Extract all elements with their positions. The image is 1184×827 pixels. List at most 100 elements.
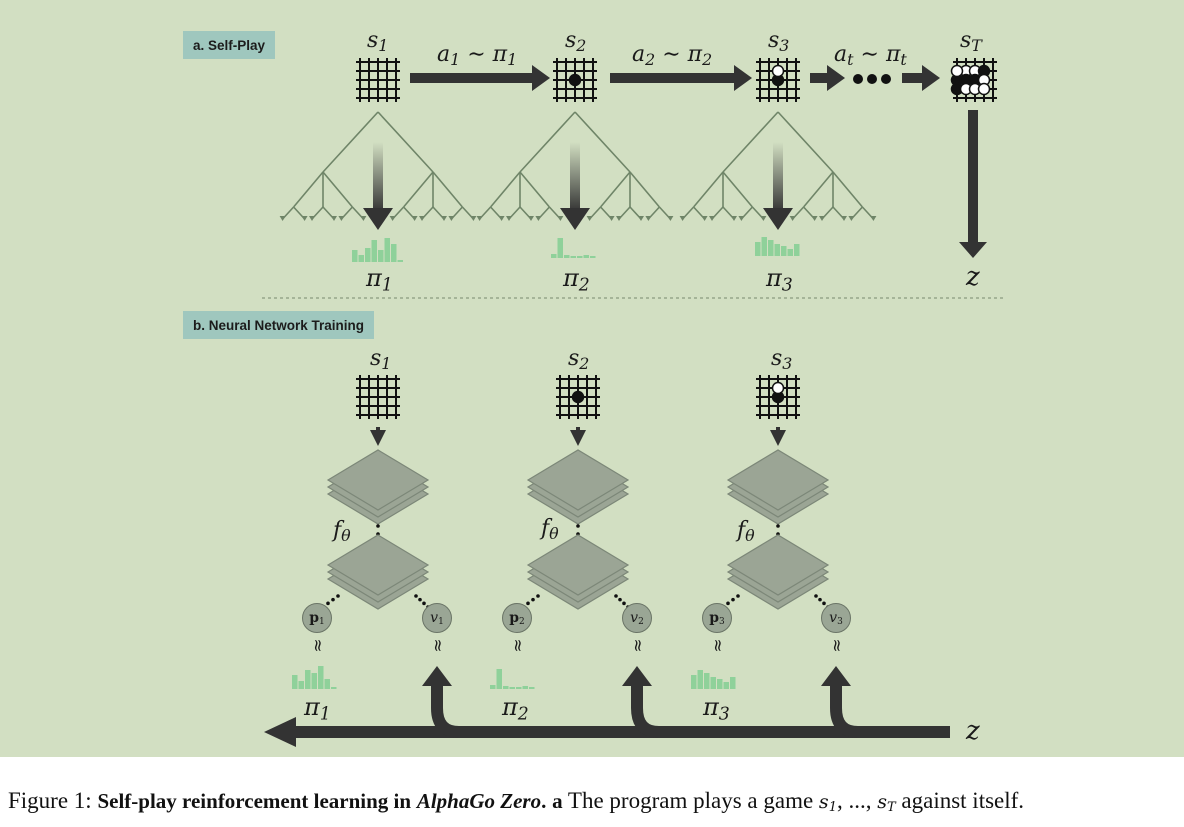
sp-policy-bars-1-bar	[352, 250, 358, 262]
sp-tree-3-leaf-tip	[870, 216, 877, 221]
value-head-1: v1	[422, 603, 452, 633]
black-stone	[568, 73, 582, 87]
z-branch-3	[830, 684, 859, 738]
caption-s1: s1	[818, 791, 837, 815]
v-head-link-1-dot	[418, 597, 422, 602]
sp-policy-bars-2-bar	[590, 256, 596, 258]
sp-tree-3-leaf-tip	[738, 216, 745, 221]
nn-state-3: s3	[771, 346, 793, 373]
v-head-link-2-dot	[618, 597, 622, 602]
approx-v2: ≈	[627, 638, 648, 653]
v-head-link-1-dot	[422, 601, 426, 606]
network-top-2-layer	[526, 449, 630, 511]
nn-policy-1: π1	[304, 693, 331, 725]
sp-arrow-3-shaft	[810, 73, 829, 83]
nn-state-1: s1	[370, 346, 392, 373]
value-head-3: v3	[821, 603, 851, 633]
sp-policy-bars-2-bar	[557, 238, 563, 258]
sp-policy-bars-2-bar	[583, 255, 589, 258]
policy-head-3: p3	[702, 603, 732, 633]
training-label: b. Neural Network Training	[183, 311, 375, 339]
sp-tree-1-edge	[377, 111, 434, 173]
sp-tree-1-leaf-tip	[301, 216, 308, 221]
network-label-2: fθ	[541, 516, 559, 543]
approx-v3: ≈	[826, 638, 847, 653]
ellipsis-dot	[881, 74, 891, 84]
nn-policy-bars-2-bar	[503, 686, 509, 689]
sp-policy-bars-1-bar	[371, 240, 377, 262]
nn-policy-bars-1-bar	[311, 673, 317, 689]
p-head-link-1-dot	[326, 601, 330, 606]
caption-panel-letter: a	[552, 789, 563, 813]
white-stone	[950, 64, 964, 78]
nn-input-arrow-1-shaft	[376, 427, 380, 432]
v-head-link-2-dot	[614, 594, 618, 598]
sp-tree-3-search-shaft	[773, 142, 783, 212]
white-stone	[771, 381, 785, 395]
sp-arrow-1-head	[532, 65, 550, 91]
sp-tree-3-edge	[777, 111, 834, 173]
sp-policy-1: π1	[366, 264, 393, 296]
sp-tree-2-edge	[489, 171, 521, 208]
v-head-link-3-dot	[818, 597, 822, 602]
sp-tree-1-leaf-tip	[411, 216, 418, 221]
diagram-artwork	[262, 58, 1005, 747]
network-bottom-1-layer	[326, 534, 430, 596]
nn-policy-bars-3-bar	[723, 682, 729, 689]
p-head-link-3-dot	[736, 594, 740, 598]
sp-tree-2-leaf-tip	[535, 216, 542, 221]
network-link-3-dot	[776, 524, 780, 528]
sp-tree-1-leaf-tip	[309, 216, 315, 221]
sp-tree-3-leaf-tip	[811, 216, 818, 221]
network-link-1-dot	[376, 524, 380, 528]
self-play-label: a. Self-Play	[183, 31, 276, 59]
sp-arrow-2-head	[734, 65, 752, 91]
nn-policy-bars-1-bar	[331, 687, 337, 689]
sp-tree-2-search-head	[560, 208, 590, 230]
caption-title: Self-play reinforcement learning in	[97, 789, 412, 813]
nn-input-arrow-2-head	[570, 430, 586, 446]
sp-tree-1-edge	[292, 171, 324, 208]
sp-tree-1-edge	[402, 171, 434, 208]
sp-state-T: sT	[960, 28, 982, 55]
z-branch-head-1	[422, 666, 452, 686]
sp-tree-3-leaf-tip	[760, 216, 767, 221]
sp-arrow-z-head	[959, 242, 987, 258]
sp-tree-2-leaf-tip	[608, 216, 615, 221]
sp-tree-1-leaf-tip	[448, 216, 455, 221]
sp-tree-1-edge	[322, 171, 354, 208]
nn-policy-bars-1-bar	[305, 670, 311, 689]
sp-tree-2-leaf-tip	[616, 216, 622, 221]
nn-policy-bars-1-bar	[324, 679, 330, 689]
caption-text-2: against itself.	[901, 788, 1025, 813]
sp-tree-2-leaf-tip	[557, 216, 564, 221]
nn-policy-bars-1-bar	[318, 666, 324, 689]
sp-tree-2-leaf-tip	[645, 216, 652, 221]
sp-tree-2-edge	[599, 171, 631, 208]
white-stone	[771, 64, 785, 78]
sp-policy-bars-3-bar	[768, 240, 774, 256]
value-head-2: v2	[622, 603, 652, 633]
nn-input-arrow-3-head	[770, 430, 786, 446]
sp-tree-3-leaf-tip	[819, 216, 825, 221]
nn-policy-bars-2-bar	[529, 687, 535, 689]
sp-tree-3-edge	[802, 171, 834, 208]
sp-policy-bars-2-bar	[577, 256, 583, 258]
p-head-link-1-dot	[331, 597, 335, 602]
sp-tree-3-leaf-tip	[789, 216, 796, 221]
nn-policy-bars-2-bar	[522, 686, 528, 689]
sp-policy-bars-3-bar	[787, 249, 793, 256]
caption-text-1: The program plays a game	[567, 788, 814, 813]
z-branch-2	[631, 684, 660, 738]
figure: a. Self-Play b. Neural Network Training …	[0, 0, 1184, 757]
sp-tree-3-leaf-tip	[701, 216, 708, 221]
nn-outcome-z: z	[966, 716, 980, 746]
p-head-link-2-dot	[536, 594, 540, 598]
caption-sT: sT	[877, 791, 896, 815]
nn-input-arrow-1-head	[370, 430, 386, 446]
approx-p2: ≈	[507, 638, 528, 653]
sp-arrow-3-head	[827, 65, 845, 91]
sp-tree-2-leaf-tip	[498, 216, 505, 221]
p-head-link-2-dot	[531, 597, 535, 602]
sp-tree-2-leaf-tip	[476, 216, 483, 221]
